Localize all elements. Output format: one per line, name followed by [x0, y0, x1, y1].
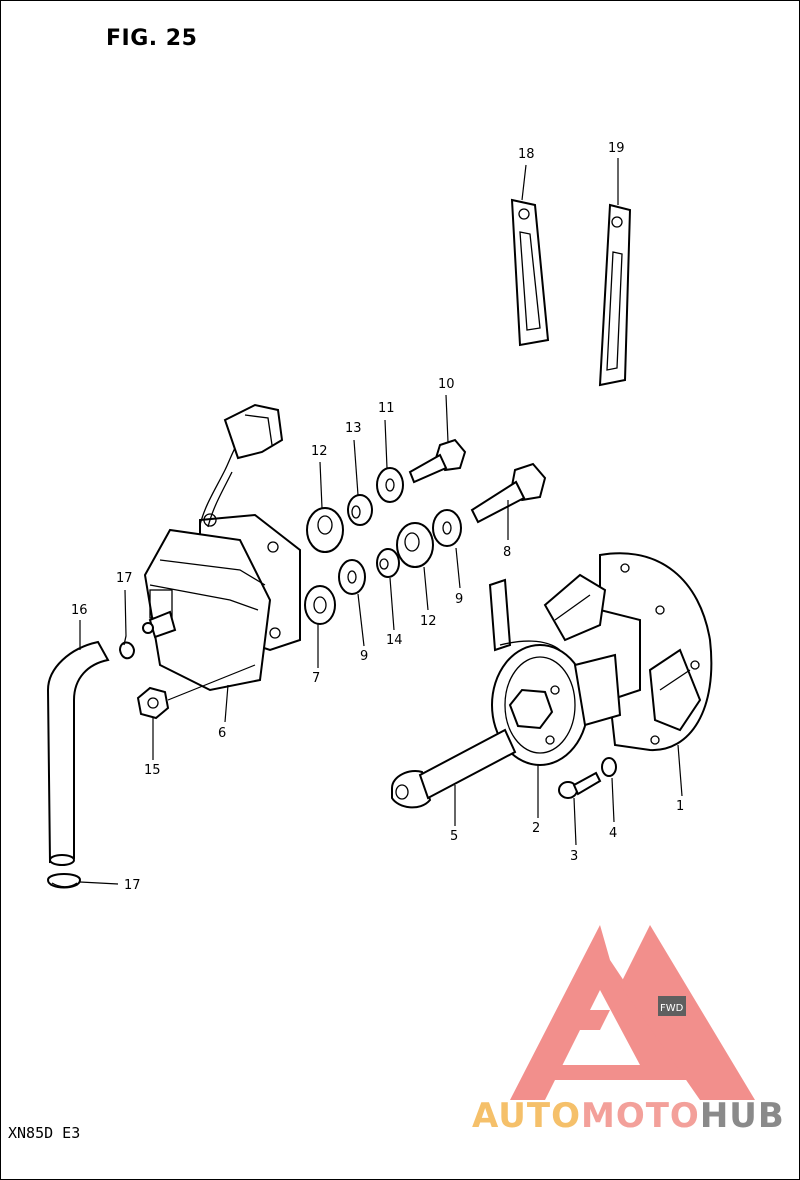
- callout-4: 4: [609, 826, 617, 841]
- part-1-stator-plate: [488, 552, 713, 752]
- callout-9-right: 9: [455, 592, 463, 607]
- callout-14: 14: [386, 633, 403, 648]
- callout-2: 2: [532, 821, 540, 836]
- model-code: XN85D E3: [8, 1124, 81, 1142]
- callout-16: 16: [71, 603, 88, 618]
- fwd-badge: [658, 996, 686, 1016]
- callout-11: 11: [378, 401, 395, 416]
- callout-17-lower: 17: [124, 878, 141, 893]
- part-3-screw: [558, 771, 602, 799]
- callout-18: 18: [518, 147, 535, 162]
- brand-hub: HUB: [699, 1096, 785, 1136]
- callout-12-lower: 12: [420, 614, 437, 629]
- callout-3: 3: [570, 849, 578, 864]
- callout-10: 10: [438, 377, 455, 392]
- part-8-bolt: [470, 462, 547, 524]
- part-11-washer: [376, 467, 404, 503]
- callout-13: 13: [345, 421, 362, 436]
- part-17-clamp-lower: [46, 873, 82, 889]
- part-9-washer-left: [338, 559, 366, 595]
- part-10-bolt: [408, 438, 467, 484]
- part-4-washer: [601, 757, 617, 777]
- figure-title: FIG. 25: [106, 26, 198, 51]
- part-15-nut: [136, 664, 256, 720]
- callout-5: 5: [450, 829, 458, 844]
- part-17-clip-upper: [118, 635, 136, 660]
- part-2-rotor: [491, 644, 622, 766]
- callout-6: 6: [218, 726, 226, 741]
- watermark-logo: FWD: [510, 925, 755, 1100]
- part-9-washer-right: [432, 509, 462, 547]
- callout-12-upper: 12: [311, 444, 328, 459]
- part-12-grommet-lower: [396, 522, 434, 568]
- callout-7: 7: [312, 671, 320, 686]
- callout-19: 19: [608, 141, 625, 156]
- part-5-bolt: [391, 728, 517, 809]
- callout-15: 15: [144, 763, 161, 778]
- callout-17-upper: 17: [116, 571, 133, 586]
- part-14-collar: [376, 548, 400, 578]
- part-18-strap: [510, 198, 550, 347]
- part-6-ignition-coil: [142, 403, 301, 692]
- callout-1: 1: [676, 799, 684, 814]
- callout-8: 8: [503, 545, 511, 560]
- part-13-collar: [347, 494, 373, 526]
- part-7-washer: [304, 585, 336, 625]
- brand-moto: MOTO: [580, 1096, 700, 1136]
- brand-auto: AUTO: [472, 1096, 581, 1136]
- part-19-strap: [598, 203, 632, 387]
- callout-9-left: 9: [360, 649, 368, 664]
- watermark-brand-text: AUTOMOTOHUB: [472, 1096, 785, 1136]
- fwd-label: FWD: [660, 1003, 684, 1014]
- part-16-hose: [46, 640, 110, 866]
- part-12-grommet-upper: [306, 507, 344, 553]
